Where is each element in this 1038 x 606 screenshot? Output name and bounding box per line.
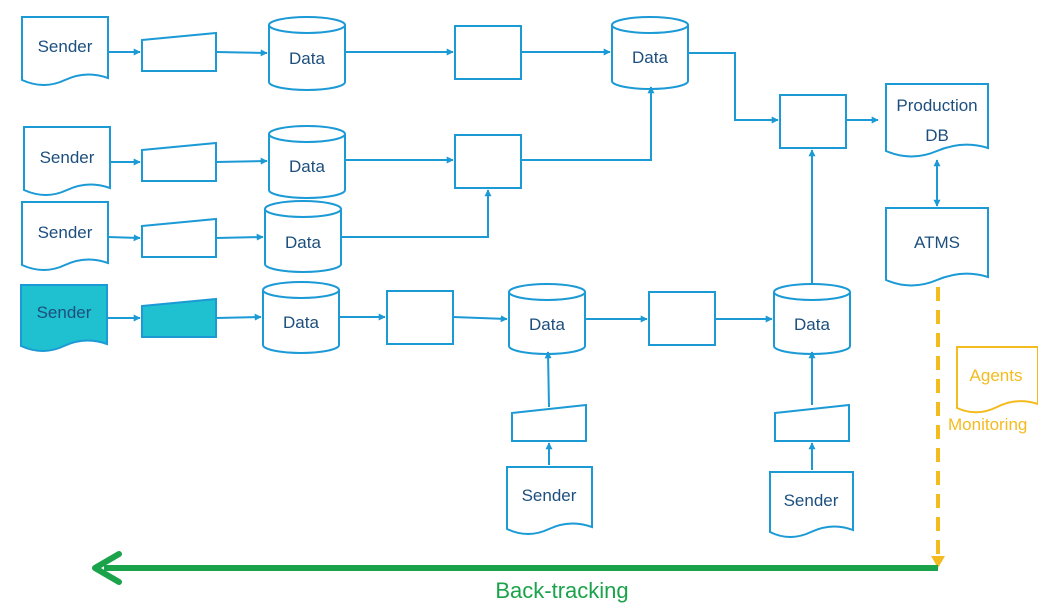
agents-label: Agents xyxy=(970,366,1023,385)
flow-arrow xyxy=(215,233,264,241)
flow-arrow xyxy=(544,351,552,408)
atms-doc: ATMS xyxy=(885,207,989,287)
process-box-1 xyxy=(454,25,522,80)
flow-arrow xyxy=(215,313,262,321)
sender-doc-2: Sender xyxy=(23,126,111,196)
flow-arrow xyxy=(521,86,655,161)
data-cylinder-4-label: Data xyxy=(285,233,321,252)
data-cylinder-6-label: Data xyxy=(529,315,565,334)
data-cylinder-4: Data xyxy=(264,200,342,273)
monitoring-dashed-arrow xyxy=(931,287,945,568)
flow-arrow xyxy=(341,189,492,238)
back-tracking-label: Back-tracking xyxy=(495,578,628,603)
flow-arrow xyxy=(452,315,508,323)
flow-arrow xyxy=(215,49,268,57)
data-cylinder-5: Data xyxy=(262,281,340,354)
process-box-4 xyxy=(648,291,716,346)
data-cylinder-1-label: Data xyxy=(289,49,325,68)
sender-doc-1-label: Sender xyxy=(38,37,93,56)
process-box-3 xyxy=(386,290,454,345)
data-cylinder-2-label: Data xyxy=(632,48,668,67)
sender-doc-4-label: Sender xyxy=(522,486,577,505)
monitoring-label: Monitoring xyxy=(948,415,1027,434)
sender-doc-3: Sender xyxy=(21,201,109,271)
sender-doc-highlighted: Sender xyxy=(20,284,108,352)
data-cylinder-6: Data xyxy=(508,283,586,355)
input-trapezoid-highlighted xyxy=(141,297,217,338)
process-box-2 xyxy=(454,134,522,189)
data-cylinder-3: Data xyxy=(268,125,346,199)
process-box-5 xyxy=(779,94,847,149)
input-trapezoid-2 xyxy=(141,141,217,182)
sender-doc-3-label: Sender xyxy=(38,223,93,242)
data-cylinder-5-label: Data xyxy=(283,313,319,332)
input-trapezoid-5 xyxy=(774,403,850,442)
back-tracking-arrow xyxy=(92,551,938,585)
production-db-doc: Production DB xyxy=(885,83,989,158)
flow-arrow xyxy=(688,52,779,124)
production-db-label-line2: DB xyxy=(925,126,949,145)
sender-doc-2-label: Sender xyxy=(40,148,95,167)
sender-doc-highlighted-label: Sender xyxy=(37,303,92,322)
sender-doc-5-label: Sender xyxy=(784,491,839,510)
input-trapezoid-1 xyxy=(141,31,217,72)
flow-connectors xyxy=(107,48,941,470)
flow-arrow xyxy=(107,234,141,242)
data-cylinder-7: Data xyxy=(773,283,851,355)
input-trapezoid-3 xyxy=(141,217,217,258)
production-db-label-line1: Production xyxy=(896,96,977,115)
data-cylinder-1: Data xyxy=(268,16,346,91)
atms-label: ATMS xyxy=(914,233,960,252)
flow-arrow xyxy=(215,157,268,165)
data-cylinder-7-label: Data xyxy=(794,315,830,334)
data-cylinder-2: Data xyxy=(611,16,689,90)
sender-doc-1: Sender xyxy=(21,16,109,86)
sender-doc-5: Sender xyxy=(769,471,854,538)
agents-doc: Agents xyxy=(956,346,1038,414)
input-trapezoid-4 xyxy=(511,403,587,442)
sender-doc-4: Sender xyxy=(506,466,593,535)
data-cylinder-3-label: Data xyxy=(289,157,325,176)
